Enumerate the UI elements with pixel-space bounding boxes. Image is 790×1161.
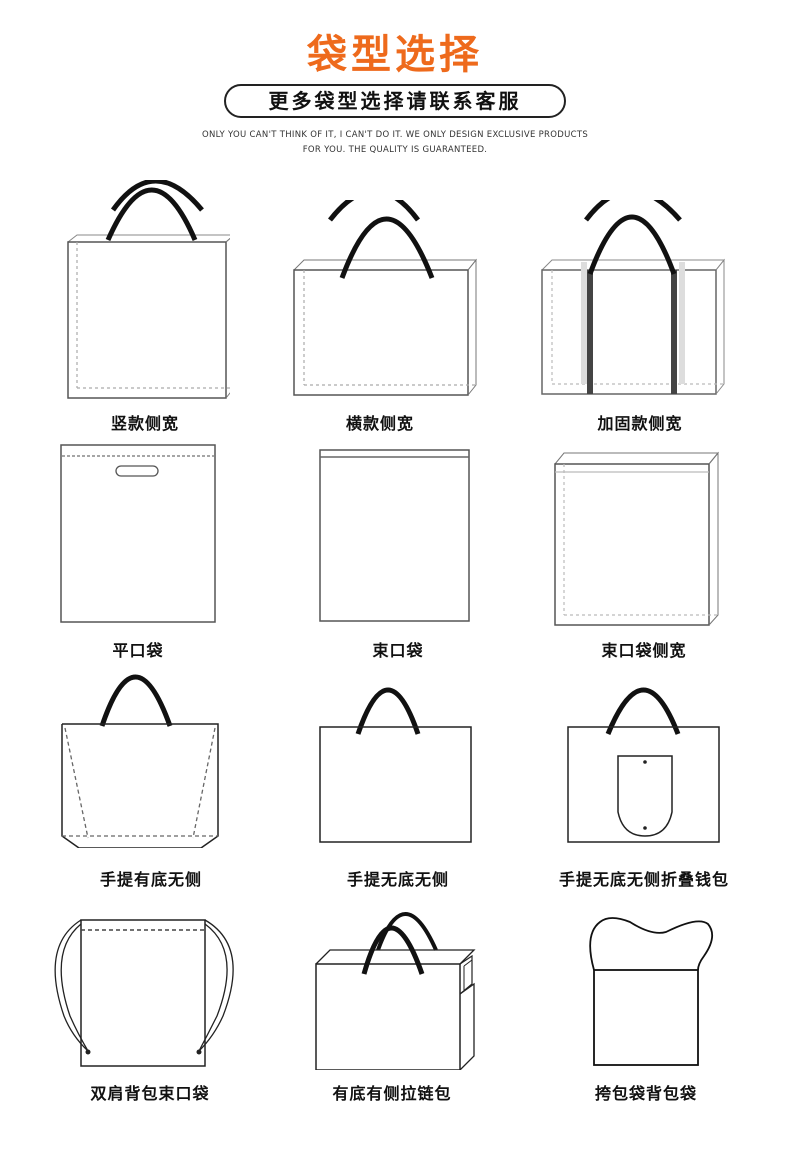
bag-type-label: 束口袋 (372, 641, 424, 660)
bag-type-card: 束口袋侧宽 (552, 450, 722, 664)
bag-type-card: 手提无底无侧 (318, 676, 478, 890)
bag-type-card: 竖款侧宽 (60, 180, 230, 440)
horizontal-gusset-tote-icon (293, 200, 478, 396)
bag-type-label: 有底有侧拉链包 (332, 1084, 452, 1103)
bag-type-label: 手提无底无侧 (346, 870, 449, 889)
tote-no-bottom-no-side-icon (319, 687, 472, 843)
bag-type-label: 挎包袋背包袋 (594, 1084, 697, 1103)
bag-type-card: 加固款侧宽 (540, 200, 730, 440)
bag-type-label: 平口袋 (112, 641, 164, 660)
subtitle-line-1: ONLY YOU CAN'T THINK OF IT, I CAN'T DO I… (201, 130, 589, 140)
vest-shoulder-bag-icon (589, 917, 714, 1066)
die-cut-flat-bag-icon (60, 444, 216, 623)
bag-type-label: 手提无底无侧折叠钱包 (558, 870, 729, 889)
bag-type-card: 有底有侧拉链包 (312, 900, 482, 1106)
bag-type-card: 横款侧宽 (290, 200, 480, 440)
bag-type-card: 束口袋 (318, 448, 478, 664)
page-title: 袋型选择 (307, 32, 483, 78)
bag-type-label: 横款侧宽 (345, 414, 414, 433)
tote-bottom-no-side-icon (61, 674, 219, 848)
bag-type-label: 双肩背包束口袋 (90, 1084, 210, 1103)
bag-type-card: 手提有底无侧 (60, 668, 230, 890)
bag-type-label: 手提有底无侧 (99, 870, 202, 889)
subtitle-line-2: FOR YOU. THE QUALITY IS GUARANTEED. (302, 145, 488, 155)
bag-type-card: 双肩背包束口袋 (50, 916, 250, 1106)
bag-type-card: 挎包袋背包袋 (586, 916, 726, 1106)
bag-type-label: 束口袋侧宽 (601, 641, 687, 660)
bag-type-card: 手提无底无侧折叠钱包 (546, 676, 756, 890)
drawstring-gusset-bag-icon (554, 451, 720, 626)
contact-service-banner: 更多袋型选择请联系客服 (224, 84, 566, 118)
reinforced-gusset-tote-icon (541, 200, 726, 395)
bag-type-label: 竖款侧宽 (110, 414, 179, 433)
bag-type-label: 加固款侧宽 (597, 414, 683, 433)
vertical-gusset-tote-icon (67, 180, 230, 399)
foldable-pouch-tote-icon (567, 687, 720, 843)
zipper-tote-icon (315, 912, 476, 1070)
bag-type-card: 平口袋 (60, 444, 220, 664)
drawstring-bag-icon (319, 449, 470, 622)
drawstring-backpack-icon (54, 919, 234, 1067)
